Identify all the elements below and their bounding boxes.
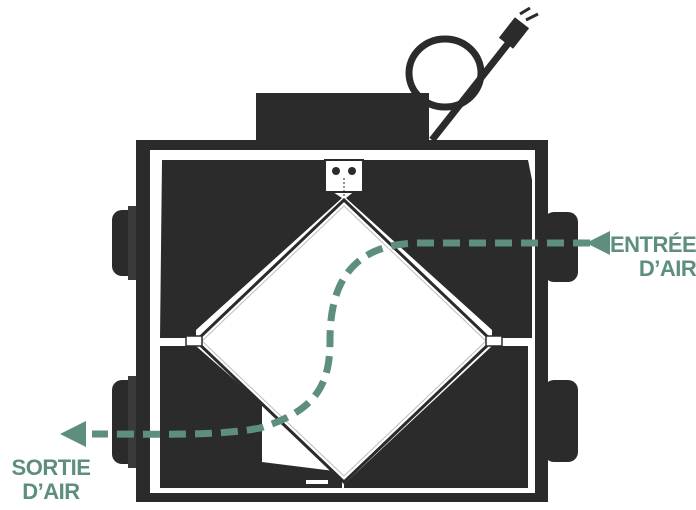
air-inlet-label-line1: ENTRÉE [610, 232, 696, 257]
heat-recovery-core [193, 197, 495, 485]
power-cord-icon [405, 6, 539, 143]
bottom-left-chamber [160, 346, 342, 488]
air-inlet-label-line2: D’AIR [638, 256, 696, 281]
inlet-arrow-icon [586, 231, 610, 255]
air-inlet-label: ENTRÉE D’AIR [610, 233, 696, 281]
air-outlet-label-line2: D’AIR [22, 479, 80, 504]
drain-slot [306, 480, 328, 484]
top-left-chamber [160, 160, 342, 338]
right-top-duct-collar [544, 212, 578, 282]
core-top-bracket [324, 159, 364, 198]
outlet-arrow-icon [60, 421, 86, 447]
control-box [256, 93, 429, 145]
air-outlet-label-line1: SORTIE [11, 455, 91, 480]
air-outlet-label: SORTIE D’AIR [8, 456, 94, 504]
core-right-bracket [485, 335, 503, 347]
airflow-path [91, 239, 590, 438]
bottom-right-chamber [344, 346, 528, 488]
top-right-chamber [346, 160, 532, 338]
right-bottom-duct-collar [544, 380, 578, 462]
core-left-bracket [185, 335, 203, 347]
